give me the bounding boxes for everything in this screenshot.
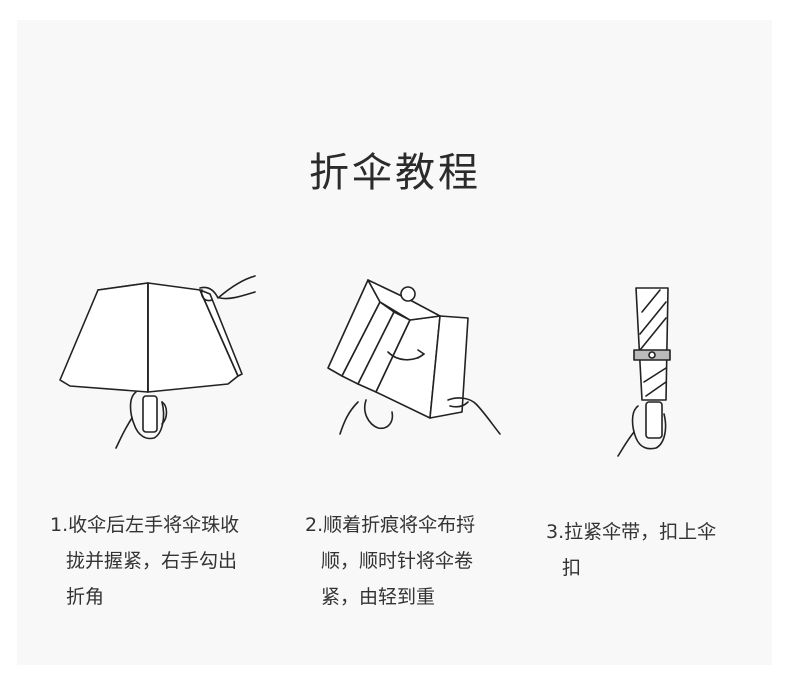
step-1-line-3: 折角 bbox=[66, 586, 105, 608]
step-1-line-1: 1.收伞后左手将伞珠收 bbox=[50, 514, 240, 536]
step-2-text: 2.顺着折痕将伞布捋 顺，顺时针将伞卷 紧，由轻到重 bbox=[305, 507, 475, 615]
step-3-text: 3.拉紧伞带，扣上伞 扣 bbox=[546, 514, 716, 586]
step-2-line-1: 2.顺着折痕将伞布捋 bbox=[305, 514, 476, 536]
umbrella-open-hand-icon bbox=[50, 268, 260, 453]
page-title: 折伞教程 bbox=[309, 150, 481, 196]
step-3-line-1: 3.拉紧伞带，扣上伞 bbox=[546, 521, 717, 543]
umbrella-folding-icon bbox=[318, 272, 508, 447]
umbrella-closed-strap-icon bbox=[610, 282, 700, 457]
step-2-line-2: 顺，顺时针将伞卷 bbox=[321, 550, 474, 572]
step-1-line-2: 拢并握紧，右手勾出 bbox=[66, 550, 238, 572]
step-1-text: 1.收伞后左手将伞珠收 拢并握紧，右手勾出 折角 bbox=[50, 507, 239, 615]
step-2-line-3: 紧，由轻到重 bbox=[321, 586, 436, 608]
step-3-line-2: 扣 bbox=[562, 557, 582, 579]
